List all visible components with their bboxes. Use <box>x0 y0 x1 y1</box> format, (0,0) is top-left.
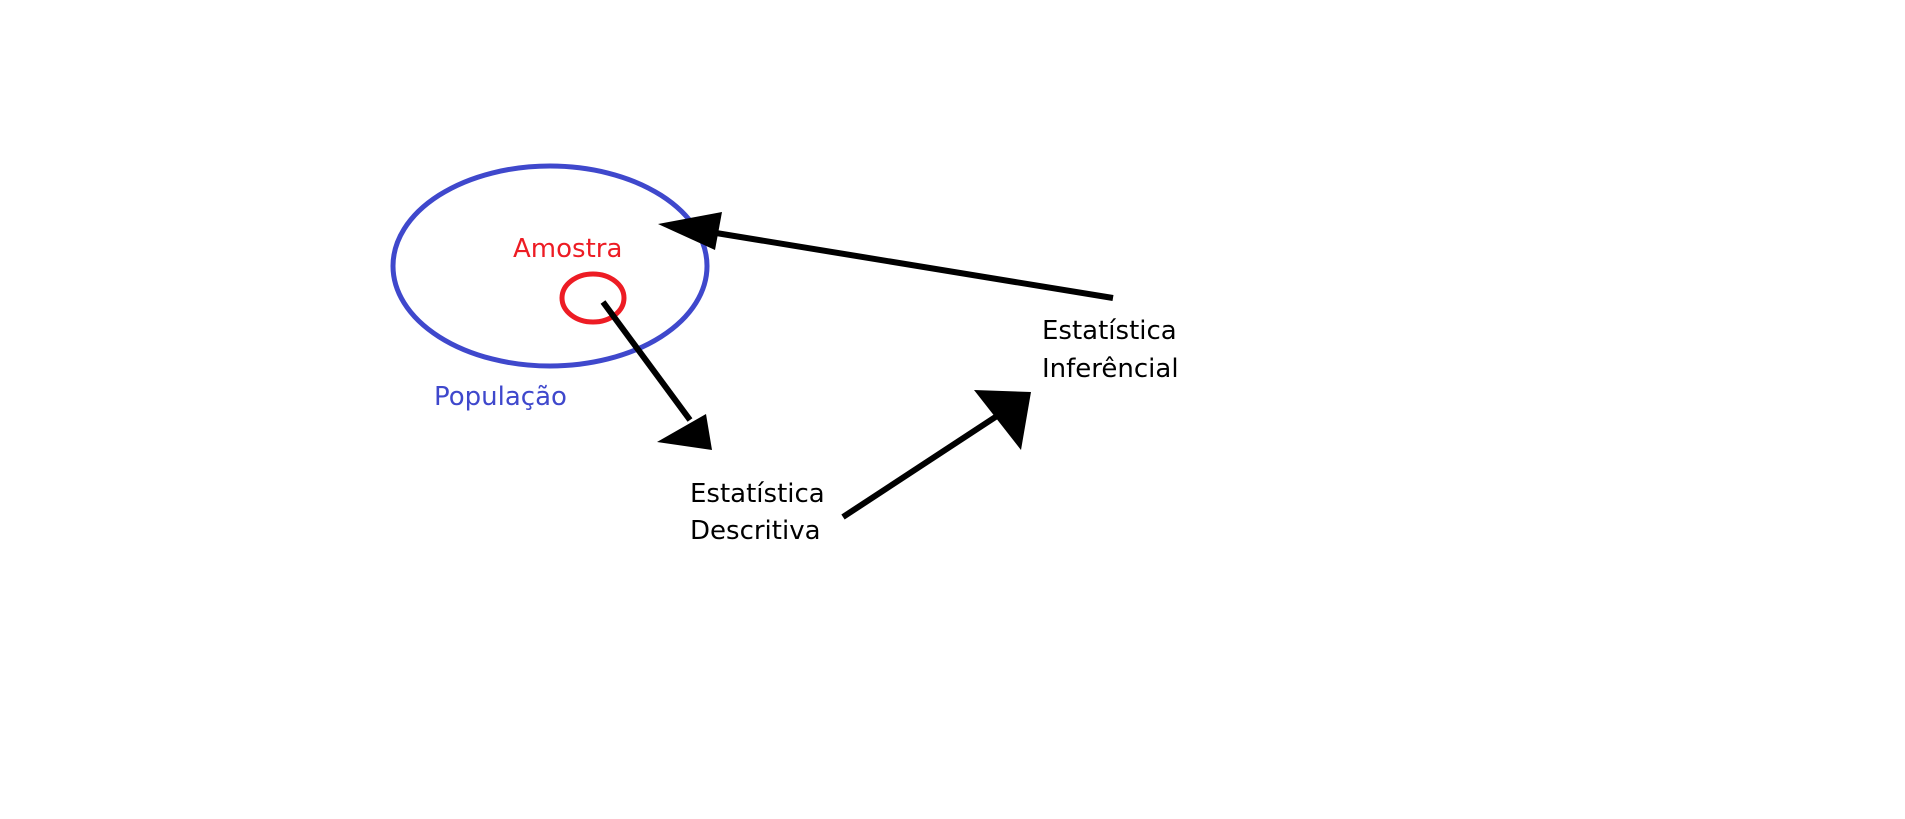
sample-label: Amostra <box>513 234 622 264</box>
sample-circle <box>559 271 627 325</box>
population-label: População <box>434 382 567 412</box>
arrow-descriptive-to-inferential <box>841 390 1031 520</box>
arrow-inferential-to-population <box>658 212 1114 301</box>
arrow-sample-to-descriptive <box>600 300 712 450</box>
descriptive-label-line2: Descritiva <box>690 516 821 546</box>
descriptive-label-line1: Estatística <box>690 479 825 509</box>
inferential-label-line1: Estatística <box>1042 316 1177 346</box>
population-ellipse <box>390 163 710 369</box>
inferential-label-line2: Inferêncial <box>1042 354 1179 384</box>
